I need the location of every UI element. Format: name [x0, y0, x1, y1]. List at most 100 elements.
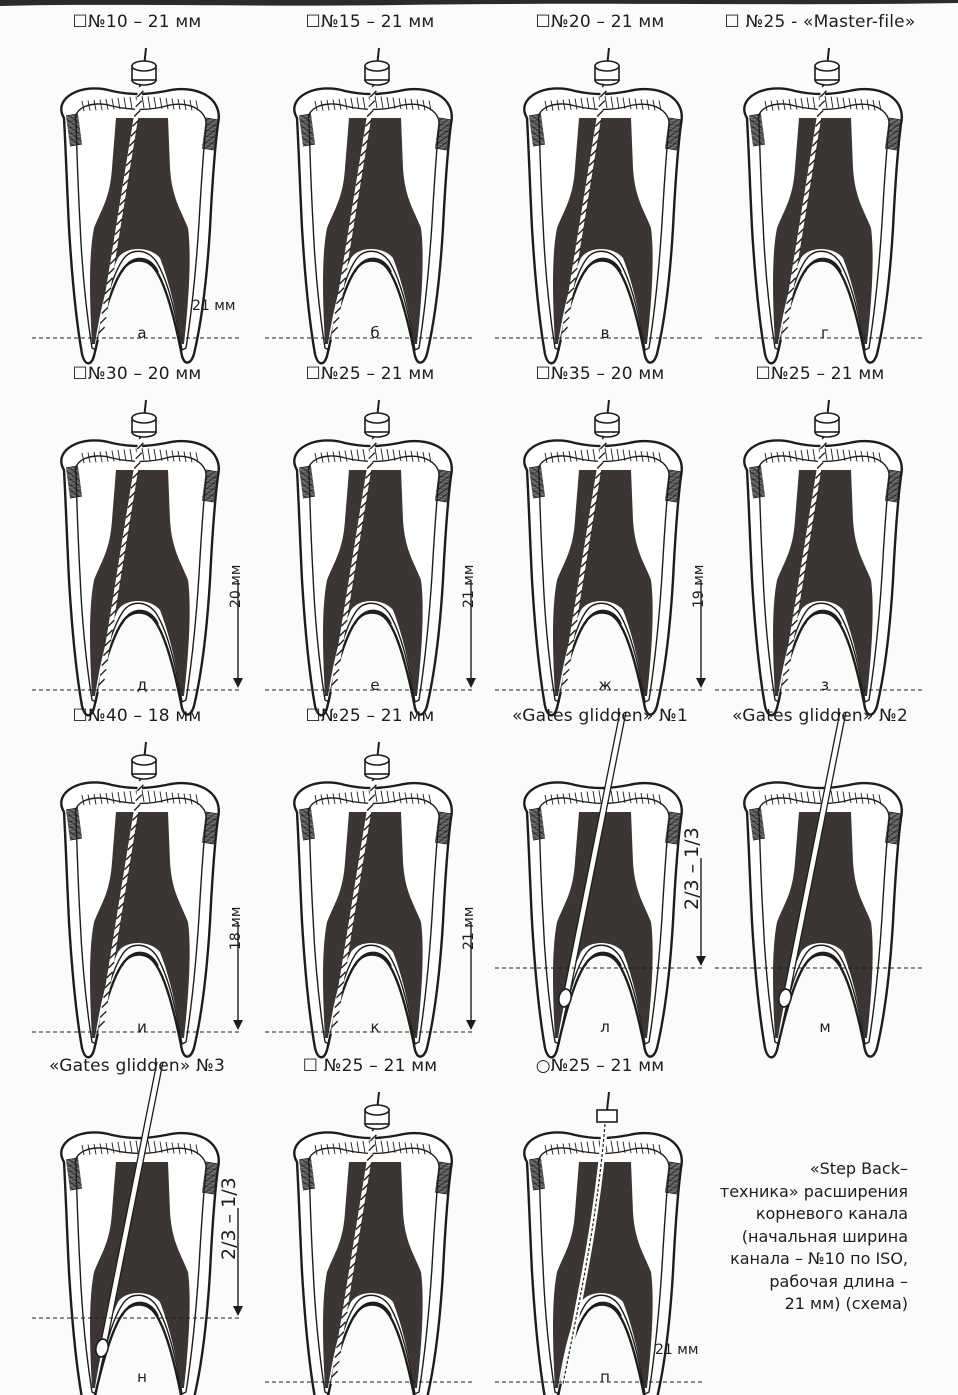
pulp-chamber — [553, 1162, 653, 1388]
tooth-figure — [715, 399, 925, 717]
panel-letter: ж — [598, 676, 612, 694]
gates-glidden-drill — [558, 711, 627, 1008]
tooth-illustration — [265, 47, 475, 365]
depth-label: 21 мм — [655, 1342, 699, 1358]
filling-instrument — [560, 1091, 618, 1385]
fraction-label: 2/3 – 1/3 — [681, 827, 703, 910]
drill-head-icon — [95, 1338, 109, 1358]
note-line: корневого канала — [755, 1204, 908, 1223]
pulp-chamber — [323, 118, 423, 344]
tooth-figure — [495, 47, 705, 365]
panel-caption: «Gates glidden» №2 — [731, 706, 909, 726]
note-line: 21 мм) (схема) — [784, 1294, 908, 1313]
pulp-chamber — [90, 470, 190, 696]
enamel-hatching — [748, 789, 902, 845]
note-line: рабочая длина – — [769, 1271, 908, 1291]
endodontic-file — [97, 741, 157, 1035]
pulp-chamber — [323, 470, 423, 696]
endodontic-file — [780, 47, 840, 341]
gates-glidden-drill — [95, 1061, 164, 1358]
tooth-illustration — [495, 711, 706, 1059]
tooth-illustration — [715, 711, 925, 1059]
tooth-figure — [495, 399, 706, 717]
depth-label: 21 мм — [461, 906, 477, 950]
endodontic-file — [560, 399, 620, 693]
panel-caption: «Gates glidden» №3 — [48, 1056, 226, 1076]
tooth-illustration — [495, 47, 705, 365]
pulp-chamber — [553, 812, 653, 1038]
panel-e: ☐№25 – 21 мм е 21 мм — [255, 358, 485, 717]
panel-letter: н — [137, 1368, 147, 1386]
tooth-illustration — [495, 1091, 705, 1395]
panel-z: ☐№25 – 21 мм з — [705, 358, 935, 717]
panel-l: «Gates glidden» №1 л 2/3 – 1/3 — [485, 700, 715, 1059]
drill-head-icon — [778, 988, 792, 1008]
pulp-chamber — [553, 118, 653, 344]
panel-letter: з — [821, 676, 829, 694]
panel-caption: ☐№25 – 21 мм — [305, 364, 435, 384]
panel-caption: «Gates glidden» №1 — [511, 706, 689, 726]
tooth-figure — [32, 47, 242, 365]
tooth-illustration — [495, 399, 706, 717]
depth-label: 20 мм — [228, 564, 244, 608]
panel-letter: б — [370, 324, 380, 342]
panel-k: ☐№25 – 21 мм к 21 мм — [255, 700, 485, 1059]
endodontic-file — [330, 1091, 390, 1385]
tooth-figure — [715, 47, 925, 365]
endodontic-file — [330, 399, 390, 693]
tooth-figure — [265, 399, 476, 717]
tooth-figure — [265, 741, 476, 1059]
pulp-chamber — [90, 1162, 190, 1388]
note-line: техника» расширения — [719, 1181, 908, 1201]
tooth-figure — [32, 399, 243, 717]
panel-letter: е — [370, 676, 380, 694]
tooth-illustration — [715, 47, 925, 365]
endodontic-file — [780, 399, 840, 693]
depth-label: 21 мм — [461, 564, 477, 608]
pulp-chamber — [773, 118, 873, 344]
panel-g: ☐ №25 - «Master-file»г — [705, 6, 935, 365]
pulp-chamber — [773, 812, 873, 1038]
panel-caption: ☐№15 – 21 мм — [305, 12, 435, 32]
tooth-figure — [265, 1091, 475, 1395]
endodontic-file — [97, 399, 157, 693]
tooth-figure — [32, 741, 243, 1059]
panel-caption: ☐ №25 – 21 мм — [302, 1056, 438, 1076]
depth-label: 18 мм — [228, 906, 244, 950]
panel-letter: в — [600, 324, 610, 342]
gates-glidden-drill — [778, 711, 847, 1008]
panel-letter: к — [370, 1018, 380, 1036]
panel-caption: ☐№40 – 18 мм — [72, 706, 202, 726]
enamel-hatching — [748, 447, 902, 503]
panel-caption: ☐№25 – 21 мм — [755, 364, 885, 384]
panel-caption: ☐№25 – 21 мм — [305, 706, 435, 726]
tooth-illustration — [265, 399, 476, 717]
tooth-figure — [715, 711, 925, 1059]
panel-caption: ☐№35 – 20 мм — [535, 364, 665, 384]
fraction-label: 2/3 – 1/3 — [218, 1177, 240, 1260]
technique-description: «Step Back– техника» расширения корневог… — [668, 1158, 908, 1316]
enamel-hatching — [528, 1139, 682, 1195]
pulp-chamber — [90, 812, 190, 1038]
panel-caption: ○№25 – 21 мм — [535, 1056, 665, 1076]
panel-caption: ☐ №25 - «Master-file» — [724, 12, 916, 32]
note-line: «Step Back– — [809, 1159, 908, 1178]
note-line: канала – №10 по ISO, — [730, 1249, 908, 1268]
tooth-figure — [265, 47, 475, 365]
endodontic-file — [330, 741, 390, 1035]
panel-letter: л — [600, 1018, 610, 1036]
pulp-chamber — [323, 812, 423, 1038]
note-line: (начальная ширина — [741, 1226, 908, 1246]
panel-letter: п — [600, 1368, 610, 1386]
tooth-illustration — [32, 741, 243, 1059]
panel-letter: м — [819, 1018, 831, 1036]
panel-letter: а — [137, 324, 147, 342]
panel-letter: д — [136, 676, 148, 694]
tooth-figure — [495, 1091, 705, 1395]
tooth-figure — [32, 1061, 243, 1395]
depth-label: 21 мм — [192, 298, 236, 314]
